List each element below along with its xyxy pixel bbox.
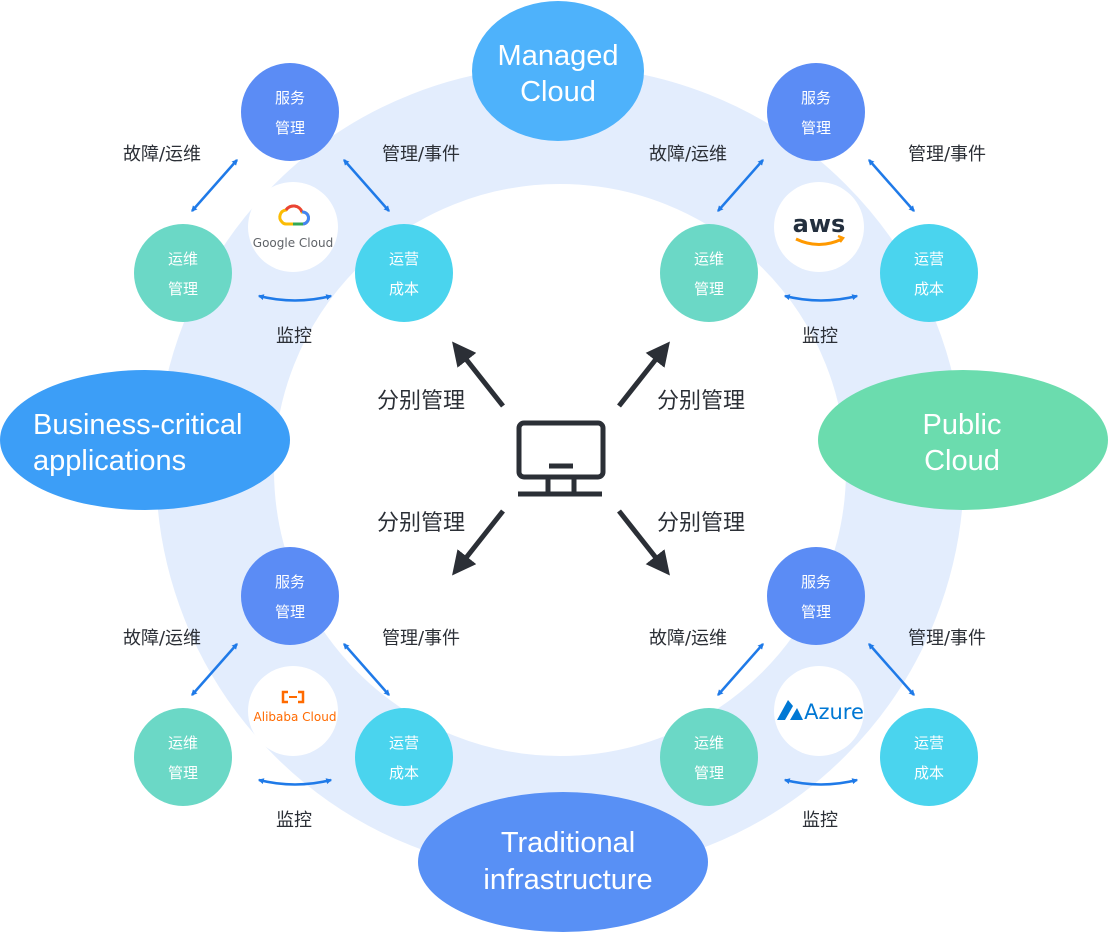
service-management-node — [767, 547, 865, 645]
fault-ops-arrow — [717, 643, 764, 696]
dispatch-arrow-top-right — [617, 341, 670, 408]
cost-node-label: 运营 — [389, 734, 419, 752]
service-management-node — [241, 547, 339, 645]
operating-cost-node — [355, 224, 453, 322]
provider-logo-badge — [774, 182, 864, 272]
monitor-arrow — [783, 778, 859, 786]
monitor-label: 监控 — [802, 326, 838, 347]
event-label: 管理/事件 — [908, 144, 986, 165]
provider-logo-badge — [774, 666, 864, 756]
service-node-label: 管理 — [275, 603, 305, 621]
fault-ops-label: 故障/运维 — [123, 144, 201, 165]
cluster-alibaba-cloud: 服务 管理 运维 管理 运营 成本 Alibaba Cloud 故障/运维 管理… — [123, 547, 460, 831]
provider-logo-badge — [248, 182, 338, 272]
provider-name: Google Cloud — [253, 236, 333, 250]
cost-node-label: 成本 — [389, 764, 419, 782]
monitor-arrow — [257, 778, 333, 786]
service-node-label: 服务 — [801, 573, 831, 591]
provider-name: Azure — [804, 700, 864, 724]
service-node-label: 管理 — [275, 119, 305, 137]
monitor-label: 监控 — [276, 810, 312, 831]
service-node-label: 管理 — [801, 603, 831, 621]
alibaba-cloud-icon — [281, 690, 305, 704]
event-arrow — [343, 643, 390, 696]
category-business-critical: Business-critical applications — [0, 370, 290, 510]
ops-management-node — [660, 224, 758, 322]
separate-management-label: 分别管理 — [657, 389, 745, 414]
ops-node-label: 运维 — [168, 734, 198, 752]
ops-node-label: 管理 — [694, 764, 724, 782]
google-cloud-icon — [278, 204, 310, 226]
azure-icon — [777, 700, 803, 720]
cluster-azure: 服务 管理 运维 管理 运营 成本 Azure 故障/运维 管理/事件 监控 — [649, 547, 986, 831]
ops-management-node — [134, 708, 232, 806]
service-management-node — [241, 63, 339, 161]
operating-cost-node — [880, 708, 978, 806]
service-node-label: 服务 — [801, 89, 831, 107]
event-label: 管理/事件 — [382, 628, 460, 649]
separate-management-label: 分别管理 — [377, 511, 465, 536]
ops-node-label: 运维 — [168, 250, 198, 268]
category-label: Managed — [498, 40, 619, 72]
category-label: Cloud — [924, 445, 1000, 477]
category-label: Business-critical — [33, 409, 243, 441]
fault-ops-arrow — [191, 159, 238, 212]
category-label: infrastructure — [483, 864, 652, 896]
provider-logo-badge — [248, 666, 338, 756]
event-arrow — [868, 159, 915, 212]
cost-node-label: 成本 — [389, 280, 419, 298]
ops-node-label: 管理 — [168, 764, 198, 782]
dispatch-arrow-top-left — [452, 341, 505, 408]
ops-management-node — [660, 708, 758, 806]
event-label: 管理/事件 — [908, 628, 986, 649]
service-node-label: 管理 — [801, 119, 831, 137]
event-arrow — [868, 643, 915, 696]
ops-management-node — [134, 224, 232, 322]
aws-icon — [795, 237, 843, 246]
category-label: Cloud — [520, 76, 596, 108]
fault-ops-arrow — [717, 159, 764, 212]
service-management-node — [767, 63, 865, 161]
event-arrow — [343, 159, 390, 212]
category-label: Public — [923, 409, 1002, 441]
provider-name: Alibaba Cloud — [254, 710, 337, 724]
separate-management-label: 分别管理 — [657, 511, 745, 536]
fault-ops-label: 故障/运维 — [649, 144, 727, 165]
fault-ops-arrow — [191, 643, 238, 696]
ops-node-label: 管理 — [168, 280, 198, 298]
event-label: 管理/事件 — [382, 144, 460, 165]
monitor-arrow — [257, 294, 333, 302]
cluster-google-cloud: 服务 管理 运维 管理 运营 成本 Google Cloud 故障/运维 管理/… — [123, 63, 460, 347]
operating-cost-node — [355, 708, 453, 806]
category-label: applications — [33, 445, 186, 477]
ops-node-label: 管理 — [694, 280, 724, 298]
cost-node-label: 运营 — [914, 734, 944, 752]
monitor-label: 监控 — [276, 326, 312, 347]
fault-ops-label: 故障/运维 — [123, 628, 201, 649]
category-traditional-infrastructure: Traditional infrastructure — [418, 792, 708, 932]
dispatch-arrow-bottom-right — [617, 509, 670, 576]
operating-cost-node — [880, 224, 978, 322]
cost-node-label: 运营 — [389, 250, 419, 268]
dispatch-arrow-bottom-left — [452, 509, 505, 576]
separate-management-label: 分别管理 — [377, 389, 465, 414]
service-node-label: 服务 — [275, 89, 305, 107]
monitor-icon — [516, 420, 606, 497]
category-managed-cloud: Managed Cloud — [472, 1, 644, 141]
service-node-label: 服务 — [275, 573, 305, 591]
category-label: Traditional — [501, 827, 635, 859]
provider-name: aws — [793, 210, 846, 238]
ops-node-label: 运维 — [694, 734, 724, 752]
cost-node-label: 成本 — [914, 764, 944, 782]
cost-node-label: 成本 — [914, 280, 944, 298]
fault-ops-label: 故障/运维 — [649, 628, 727, 649]
monitor-arrow — [783, 294, 859, 302]
category-public-cloud: Public Cloud — [818, 370, 1108, 510]
cluster-aws: 服务 管理 运维 管理 运营 成本 aws 故障/运维 管理/事件 监控 — [649, 63, 986, 347]
ops-node-label: 运维 — [694, 250, 724, 268]
monitor-label: 监控 — [802, 810, 838, 831]
cost-node-label: 运营 — [914, 250, 944, 268]
